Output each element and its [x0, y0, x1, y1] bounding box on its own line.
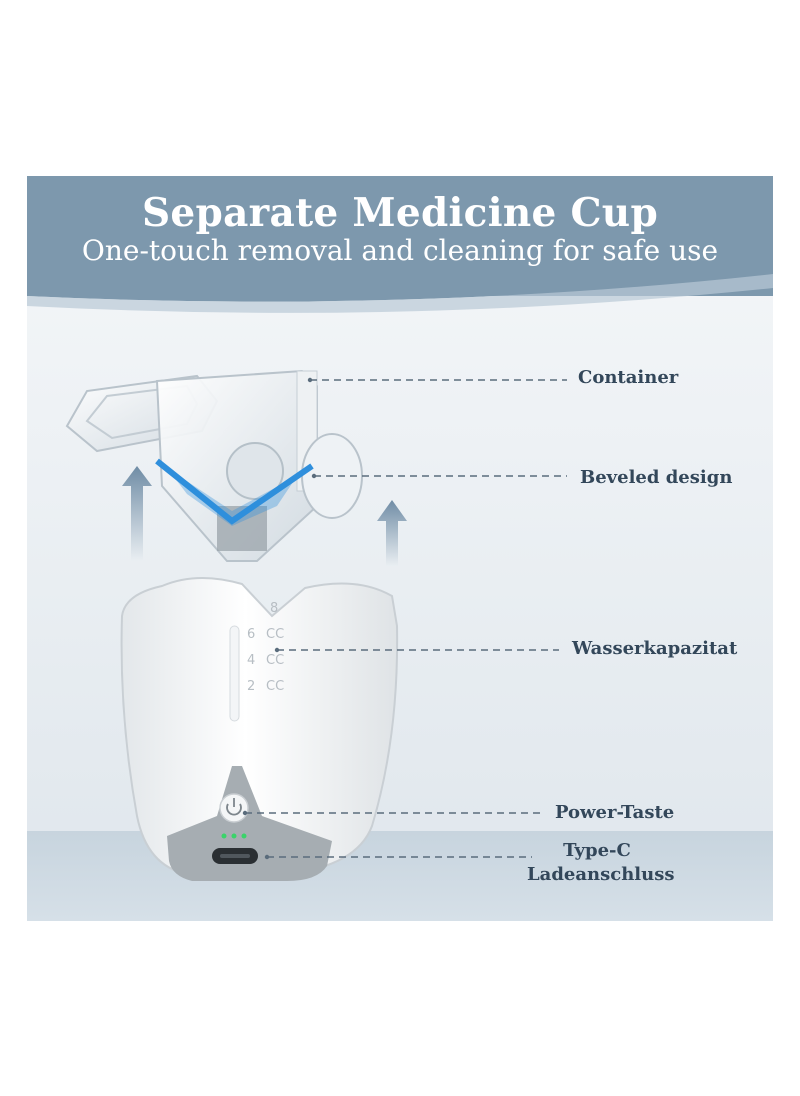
- callout-container: Container: [578, 367, 679, 388]
- callout-usb-line2: Ladeanschluss: [527, 864, 675, 885]
- callout-beveled-design: Beveled design: [580, 467, 733, 488]
- callout-water-capacity: Wasserkapazitat: [572, 638, 738, 659]
- led-indicator: [221, 833, 227, 839]
- scale-mark: 8: [270, 601, 278, 616]
- leader-dot: [242, 810, 248, 816]
- usb-c-port-icon[interactable]: [212, 848, 258, 864]
- led-indicator: [241, 833, 247, 839]
- arrow-up-icon: [377, 500, 407, 566]
- nebulizer-illustration: 8 6 4 2 CC CC CC: [65, 369, 567, 881]
- led-indicator: [231, 833, 237, 839]
- callout-usb-line1: Type-C: [563, 840, 631, 861]
- leader-dot: [264, 854, 270, 860]
- scale-mark: 2: [247, 679, 255, 694]
- medicine-cup: [65, 369, 363, 562]
- page-title: Separate Medicine Cup: [141, 190, 659, 236]
- scale-mark: 4: [247, 653, 255, 668]
- callout-power-button: Power-Taste: [555, 802, 675, 823]
- power-icon: [226, 798, 242, 816]
- scale-unit: CC: [266, 627, 284, 642]
- callout-usb-port: Type-C Ladeanschluss: [527, 839, 675, 887]
- product-panel: Separate Medicine Cup One-touch removal …: [27, 176, 773, 921]
- scale-unit: CC: [266, 653, 284, 668]
- scale-unit: CC: [266, 679, 284, 694]
- nebulizer-base: [120, 577, 399, 881]
- scale-mark: 6: [247, 627, 255, 642]
- leader-dot: [307, 377, 313, 383]
- leader-dot: [311, 473, 317, 479]
- arrow-up-icon: [122, 466, 152, 561]
- header-wave: [27, 254, 773, 313]
- page-subtitle: One-touch removal and cleaning for safe …: [81, 234, 719, 267]
- leader-dot: [274, 647, 280, 653]
- power-button[interactable]: [219, 793, 249, 823]
